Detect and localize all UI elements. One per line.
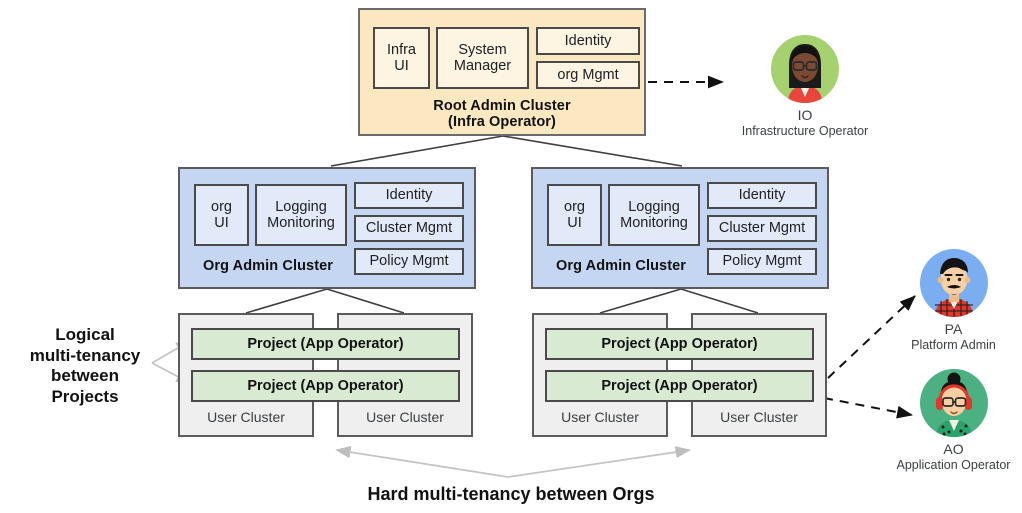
org-right-component-policy-mgmt: Policy Mgmt <box>707 248 817 275</box>
root-component-identity: Identity <box>536 27 640 55</box>
org-right-component-identity-label: Identity <box>738 187 786 204</box>
annotation-logical-multitenancy: Logical multi-tenancy between Projects <box>10 305 160 407</box>
pa-avatar-illustration <box>934 258 973 317</box>
persona-io: IO Infrastructure Operator <box>690 35 920 138</box>
root-admin-cluster-title: Root Admin Cluster (Infra Operator) <box>360 94 644 134</box>
persona-ao: AO Application Operator <box>885 369 1022 472</box>
org-right-component-org-ui-label: org UI <box>564 198 585 231</box>
root-component-system-manager: System Manager <box>436 27 529 89</box>
user-cluster-left-1-label-wrap: User Cluster <box>180 406 312 430</box>
project-right-2: Project (App Operator) <box>545 370 814 402</box>
root-component-org-mgmt-label: org Mgmt <box>557 66 619 83</box>
org-left-component-org-ui: org UI <box>194 184 249 246</box>
root-component-infra-ui-label: Infra UI <box>386 41 416 74</box>
ao-role: Application Operator <box>896 458 1011 472</box>
annotation-logical-multitenancy-label: Logical multi-tenancy between Projects <box>29 325 141 406</box>
io-avatar <box>771 35 839 103</box>
pa-role: Platform Admin <box>911 338 996 352</box>
io-initials: IO <box>797 107 813 123</box>
project-right-1-label: Project (App Operator) <box>601 335 758 352</box>
org-right-component-identity: Identity <box>707 182 817 209</box>
root-component-identity-label: Identity <box>564 32 612 49</box>
org-admin-cluster-left-title-label: Org Admin Cluster <box>202 257 334 274</box>
user-cluster-right-1-label: User Cluster <box>561 409 639 426</box>
org-admin-cluster-left: org UI Logging Monitoring Identity Clust… <box>178 167 476 289</box>
pa-initials: PA <box>944 321 963 337</box>
project-left-2: Project (App Operator) <box>191 370 460 402</box>
org-right-component-cluster-mgmt-label: Cluster Mgmt <box>718 220 806 237</box>
project-left-1: Project (App Operator) <box>191 328 460 360</box>
org-left-component-cluster-mgmt: Cluster Mgmt <box>354 215 464 242</box>
user-cluster-left-2-label: User Cluster <box>366 409 444 426</box>
user-cluster-right-2-label-wrap: User Cluster <box>693 406 825 430</box>
project-right-1: Project (App Operator) <box>545 328 814 360</box>
org-left-component-logging-monitoring-label: Logging Monitoring <box>267 198 335 231</box>
org-admin-cluster-right: org UI Logging Monitoring Identity Clust… <box>531 167 829 289</box>
org-right-component-logging-monitoring-label: Logging Monitoring <box>620 198 688 231</box>
project-left-1-label: Project (App Operator) <box>247 335 404 352</box>
annotation-hard-multitenancy: Hard multi-tenancy between Orgs <box>261 484 761 505</box>
user-cluster-right-2-label: User Cluster <box>720 409 798 426</box>
root-component-infra-ui: Infra UI <box>373 27 430 89</box>
user-cluster-left-1-label: User Cluster <box>207 409 285 426</box>
org-admin-cluster-left-title: Org Admin Cluster <box>188 253 348 279</box>
org-admin-cluster-right-title-label: Org Admin Cluster <box>555 257 687 274</box>
pa-avatar <box>919 249 988 317</box>
org-right-component-org-ui: org UI <box>547 184 602 246</box>
org-left-component-policy-mgmt-label: Policy Mgmt <box>369 253 449 270</box>
root-admin-cluster: Infra UI System Manager Identity org Mgm… <box>358 8 646 136</box>
ao-avatar <box>919 369 988 437</box>
org-left-component-cluster-mgmt-label: Cluster Mgmt <box>365 220 453 237</box>
org-left-component-identity: Identity <box>354 182 464 209</box>
root-component-org-mgmt: org Mgmt <box>536 61 640 89</box>
org-right-component-logging-monitoring: Logging Monitoring <box>608 184 700 246</box>
io-avatar-illustration <box>788 44 822 103</box>
org-left-component-policy-mgmt: Policy Mgmt <box>354 248 464 275</box>
io-role: Infrastructure Operator <box>741 124 869 138</box>
ao-initials: AO <box>943 441 964 457</box>
root-admin-cluster-title-line2: (Infra Operator) <box>448 114 556 130</box>
user-cluster-left-2-label-wrap: User Cluster <box>339 406 471 430</box>
org-right-component-policy-mgmt-label: Policy Mgmt <box>722 253 802 270</box>
persona-pa: PA Platform Admin <box>885 249 1022 352</box>
org-left-component-logging-monitoring: Logging Monitoring <box>255 184 347 246</box>
root-component-system-manager-label: System Manager <box>453 41 512 74</box>
ao-avatar-illustration <box>935 372 972 437</box>
org-left-component-identity-label: Identity <box>385 187 433 204</box>
org-right-component-cluster-mgmt: Cluster Mgmt <box>707 215 817 242</box>
user-cluster-right-1-label-wrap: User Cluster <box>534 406 666 430</box>
annotation-hard-multitenancy-label: Hard multi-tenancy between Orgs <box>367 484 655 504</box>
org-left-component-org-ui-label: org UI <box>211 198 232 231</box>
project-left-2-label: Project (App Operator) <box>247 377 404 394</box>
root-admin-cluster-title-line1: Root Admin Cluster <box>433 97 571 114</box>
project-right-2-label: Project (App Operator) <box>601 377 758 394</box>
org-admin-cluster-right-title: Org Admin Cluster <box>541 253 701 279</box>
